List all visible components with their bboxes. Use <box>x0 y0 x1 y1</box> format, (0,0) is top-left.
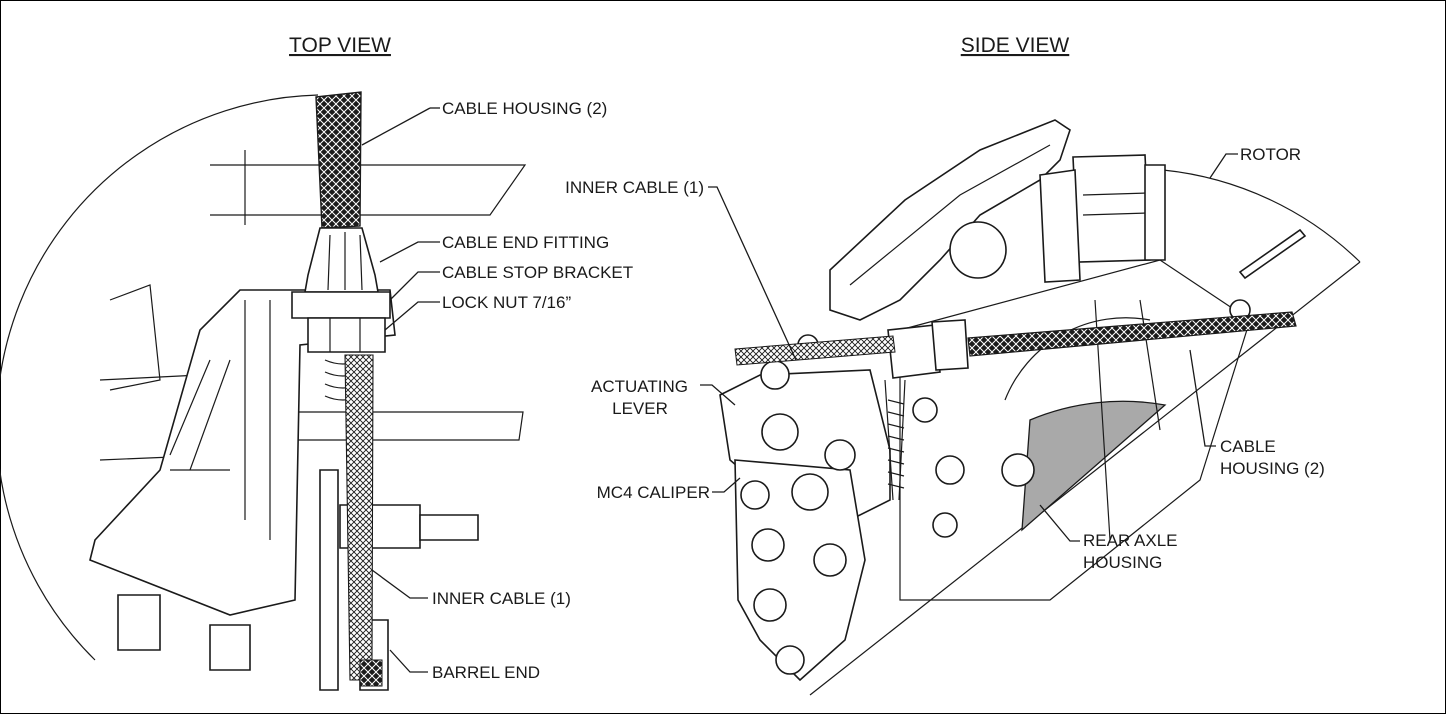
label-cable-stop-bracket: CABLE STOP BRACKET <box>442 263 633 282</box>
label-actuating-lever-1: ACTUATING <box>591 377 688 396</box>
label-cable-housing: CABLE HOUSING (2) <box>442 99 607 118</box>
label-cable-end-fitting: CABLE END FITTING <box>442 233 609 252</box>
label-rear-axle-housing-1: REAR AXLE <box>1083 531 1178 550</box>
label-actuating-lever-2: LEVER <box>612 399 668 418</box>
top-view-title: TOP VIEW <box>289 34 391 57</box>
label-mc4-caliper: MC4 CALIPER <box>597 483 710 502</box>
label-rear-axle-housing-2: HOUSING <box>1083 553 1162 572</box>
side-view-drawing <box>719 119 1361 696</box>
label-top-inner-cable: INNER CABLE (1) <box>432 589 571 608</box>
label-rotor: ROTOR <box>1240 145 1301 164</box>
side-view-callouts: ROTOR INNER CABLE (1) ACTUATING LEVER MC… <box>565 145 1325 572</box>
label-side-cable-housing-2: HOUSING (2) <box>1220 459 1325 478</box>
side-view-title: SIDE VIEW <box>961 34 1070 57</box>
top-view-callouts: CABLE HOUSING (2) CABLE END FITTING CABL… <box>361 99 633 682</box>
label-lock-nut: LOCK NUT 7/16” <box>442 293 571 312</box>
label-barrel-end: BARREL END <box>432 663 540 682</box>
label-side-inner-cable: INNER CABLE (1) <box>565 178 704 197</box>
top-view-drawing <box>0 91 527 691</box>
label-side-cable-housing-1: CABLE <box>1220 437 1276 456</box>
rear-axle-housing-shape <box>1021 400 1167 532</box>
